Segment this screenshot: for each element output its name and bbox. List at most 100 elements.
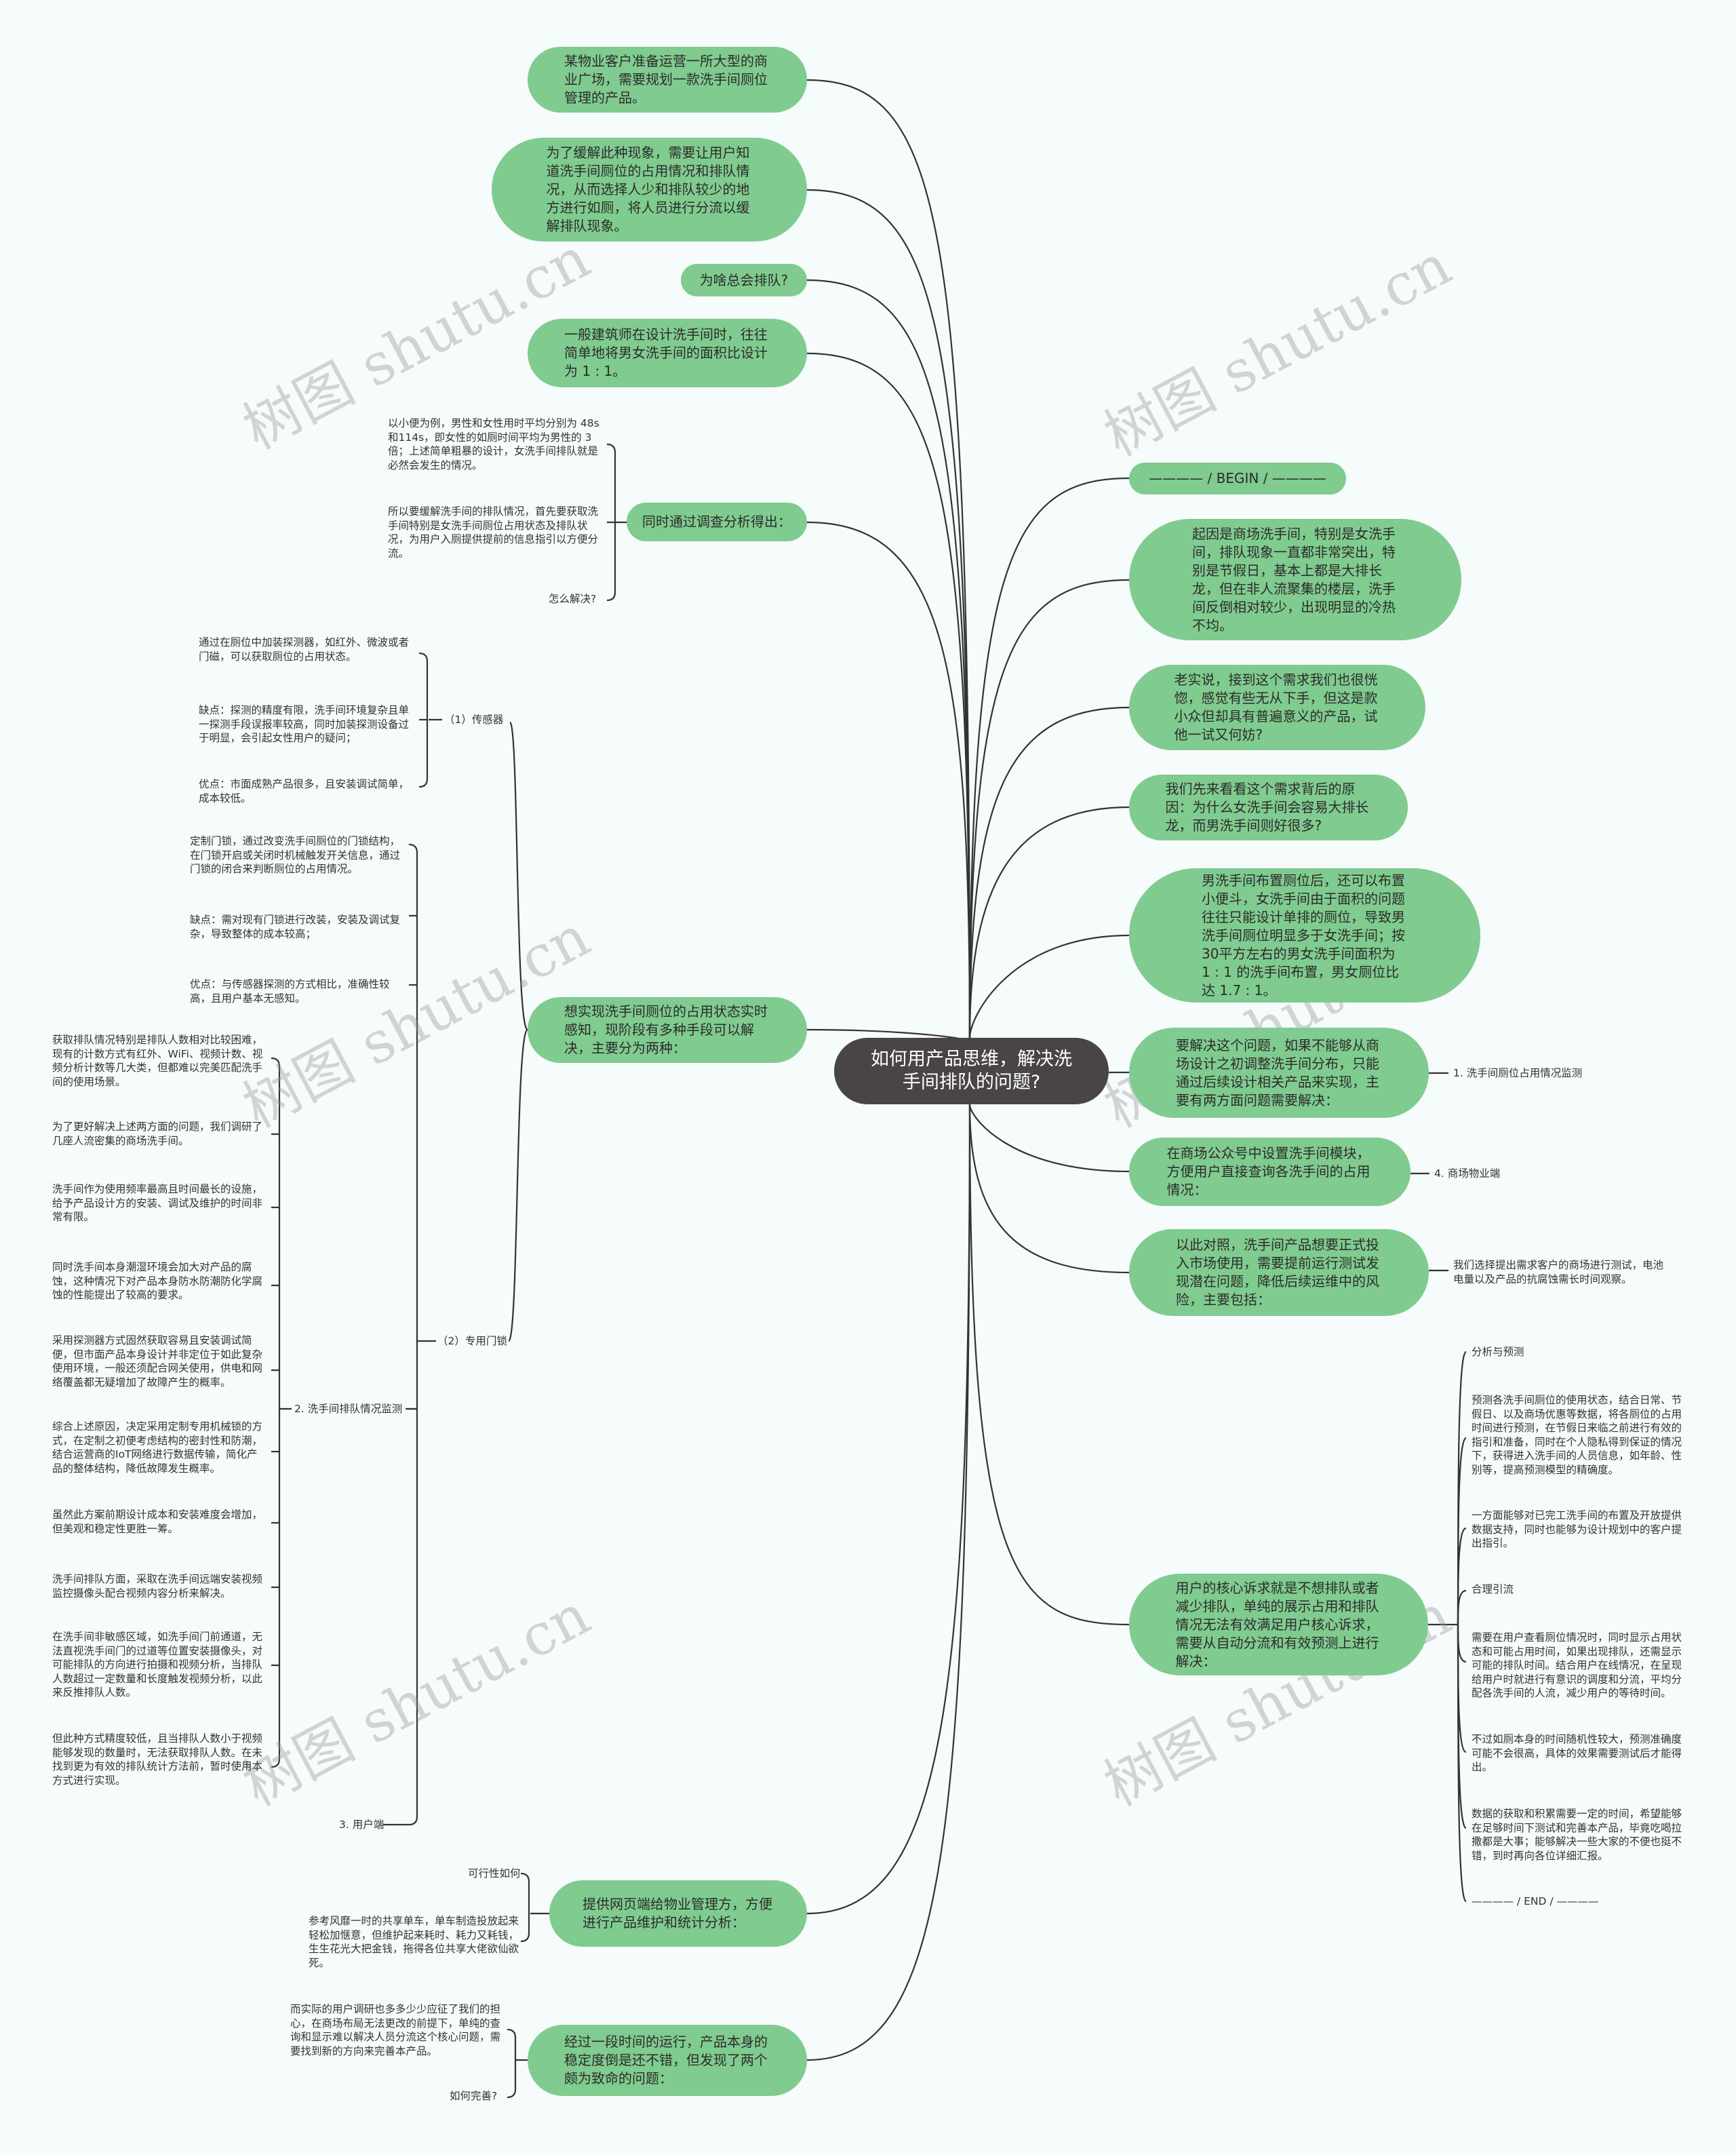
note-text: 参考风靡一时的共享单车，单车制造投放起来轻松加惬意，但维护起来耗时、耗力又耗钱，… [309,1915,519,1969]
connector-line [507,2028,517,2099]
note-label: 怎么解决? [549,593,597,605]
note-text: 我们选择提出需求客户的商场进行测试，电池电量以及产品的抗腐蚀需长时间观察。 [1453,1259,1664,1285]
connector-line [1457,1624,1467,1663]
topic-text: 男洗手间布置厕位后，还可以布置小便斗，女洗手间由于面积的问题往往只能设计单排的厕… [1202,872,1405,998]
topic-node[interactable]: 想实现洗手间厕位的占用状态实时感知，现阶段有多种手段可以解决，主要分为两种： [528,997,807,1063]
connector-line [1457,1624,1467,1753]
begin-node[interactable]: ———— / BEGIN / ———— [1129,463,1346,494]
connector-line [968,1104,1130,1173]
topic-text: 某物业客户准备运营一所大型的商业广场，需要规划一款洗手间厕位管理的产品。 [564,53,768,106]
note-text: 预测各洗手间厕位的使用状态，结合日常、节假日、以及商场优惠等数据，将各厕位的占用… [1472,1394,1682,1476]
topic-node[interactable]: 经过一段时间的运行，产品本身的稳定度倒是还不错，但发现了两个颇为致命的问题： [528,2025,807,2096]
topic-text: 为啥总会排队? [699,271,789,288]
note-text: 洗手间作为使用频率最高且时间最长的设施，给予产品设计方的安装、调试及维护的时间非… [52,1183,263,1223]
topic-node[interactable]: 为了缓解此种现象，需要让用户知道洗手间厕位的占用情况和排队情况，从而选择人少和排… [492,138,807,241]
topic-text: 老实说，接到这个需求我们也很恍惚，感觉有些无从下手，但这是款小众但却具有普遍意义… [1174,672,1378,743]
branch-label-sensor[interactable]: （1）传感器 [444,714,504,726]
note-text: 在洗手间非敏感区域，如洗手间门前通道，无法直视洗手间门的过道等位置安装摄像头，对… [52,1631,263,1698]
topic-node[interactable]: 我们先来看看这个需求背后的原因：为什么女洗手间会容易大排长龙，而男洗手间则好很多… [1129,775,1408,840]
note-text: 洗手间排队方面，采取在洗手间远端安装视频监控摄像头配合视频内容分析来解决。 [52,1573,263,1599]
branch-label-occupancy[interactable]: 1. 洗手间厕位占用情况监测 [1453,1067,1583,1079]
connector-line [968,579,1130,1038]
note-label: 可行性如何 [468,1867,521,1880]
connector-line [968,806,1130,1038]
topic-node[interactable]: 一般建筑师在设计洗手间时，往往简单地将男女洗手间的面积比设计为 1 : 1。 [528,319,807,387]
topic-text: 要解决这个问题，如果不能够从商场设计之初调整洗手间分布，只能通过后续设计相关产品… [1176,1036,1379,1108]
note-text: 不过如厕本身的时间随机性较大，预测准确度可能不会很高，具体的效果需要测试后才能得… [1472,1733,1682,1773]
topic-node[interactable]: 老实说，接到这个需求我们也很恍惚，感觉有些无从下手，但这是款小众但却具有普遍意义… [1129,665,1425,750]
connector-line [806,189,971,1038]
topic-node[interactable]: 某物业客户准备运营一所大型的商业广场，需要规划一款洗手间厕位管理的产品。 [528,47,807,113]
note-label: 如何完善? [450,2090,498,2102]
note-text: 通过在厕位中加装探测器，如红外、微波或者门磁，可以获取厕位的占用状态。 [199,636,410,663]
topic-text: 想实现洗手间厕位的占用状态实时感知，现阶段有多种手段可以解决，主要分为两种： [564,1003,768,1056]
topic-text: 同时通过调查分析得出： [642,513,791,530]
topic-text: 以此对照，洗手间产品想要正式投入市场使用，需要提前运行测试发现潜在问题，降低后续… [1176,1237,1379,1308]
topic-text: 用户的核心诉求就是不想排队或者减少排队，单纯的展示占用和排队情况无法有效满足用户… [1175,1579,1379,1669]
note-text: 采用探测器方式固然获取容易且安装调试简便，但市面产品本身设计并非定位于如此复杂使… [52,1334,263,1389]
note-text: 需要在用户查看厕位情况时，同时显示占用状态和可能占用时间，如果出现排队，还需显示… [1472,1631,1682,1699]
note-label: 合理引流 [1472,1583,1514,1595]
connector-line [806,352,971,1038]
connector-line [806,521,971,1038]
topic-text: 起因是商场洗手间，特别是女洗手间，排队现象一直都非常突出，特别是节假日，基本上都… [1192,525,1396,634]
connector-line [806,1104,971,2061]
topic-node[interactable]: 男洗手间布置厕位后，还可以布置小便斗，女洗手间由于面积的问题往往只能设计单排的厕… [1129,868,1480,1003]
connector-line [968,1104,1130,1626]
topic-text: 提供网页端给物业管理方，方便进行产品维护和统计分析： [583,1896,772,1930]
topic-text: 为了缓解此种现象，需要让用户知道洗手间厕位的占用情况和排队情况，从而选择人少和排… [546,144,750,234]
topic-node[interactable]: 在商场公众号中设置洗手间模块，方便用户直接查询各洗手间的占用情况： [1129,1138,1410,1206]
connector-line [806,1028,964,1041]
connector-line [507,1028,529,1342]
topic-text: 我们先来看看这个需求背后的原因：为什么女洗手间会容易大排长龙，而男洗手间则好很多… [1165,781,1369,834]
branch-label-queue[interactable]: 2. 洗手间排队情况监测 [294,1403,403,1415]
note-text: 以小便为例，男性和女性用时平均分别为 48s 和114s，即女性的如厕时间平均为… [388,417,599,471]
note-text: 所以要缓解洗手间的排队情况，首先要获取洗手间特别是女洗手间厕位占用状态及排队状况… [388,505,599,560]
note-text: 综合上述原因，决定采用定制专用机械锁的方式，在定制之初便考虑结构的密封性和防潮，… [52,1420,263,1475]
branch-label-property[interactable]: 4. 商场物业端 [1434,1167,1501,1180]
connector-line [1457,1589,1467,1625]
root-node[interactable]: 如何用产品思维，解决洗手间排队的问题? [834,1038,1109,1104]
topic-node[interactable]: 为啥总会排队? [681,264,807,296]
topic-node[interactable]: 提供网页端给物业管理方，方便进行产品维护和统计分析： [549,1880,807,1947]
note-text: 而实际的用户调研也多多少少应征了我们的担心，在商场布局无法更改的前提下，单纯的查… [290,2003,501,2057]
note-text: 定制门锁，通过改变洗手间厕位的门锁结构，在门锁开启或关闭时机械触发开关信息，通过… [190,835,401,875]
connector-line [968,706,1130,1038]
connector-line [509,721,529,1031]
topic-text: ———— / BEGIN / ———— [1149,470,1326,486]
note-text: 缺点：需对现有门锁进行改装，安装及调试复杂，导致整体的成本较高； [190,914,401,940]
note-text: 为了更好解决上述两方面的问题，我们调研了几座人流密集的商场洗手间。 [52,1121,263,1147]
connector-line [806,1104,971,1915]
topic-text: 一般建筑师在设计洗手间时，往往简单地将男女洗手间的面积比设计为 1 : 1。 [564,326,768,379]
end-label: ———— / END / ———— [1472,1895,1599,1907]
topic-text: 经过一段时间的运行，产品本身的稳定度倒是还不错，但发现了两个颇为致命的问题： [564,2034,768,2086]
note-label: 分析与预测 [1472,1346,1524,1358]
note-text: 优点：市面成熟产品很多，且安装调试简单，成本较低。 [199,778,410,804]
branch-label-lock[interactable]: （2）专用门锁 [437,1335,507,1347]
connector-line [968,934,1130,1038]
note-text: 但此种方式精度较低，且当排队人数小于视频能够发现的数量时，无法获取排队人数。在未… [52,1732,263,1787]
topic-node[interactable]: 要解决这个问题，如果不能够从商场设计之初调整洗手间分布，只能通过后续设计相关产品… [1129,1028,1429,1118]
topic-text: 在商场公众号中设置洗手间模块，方便用户直接查询各洗手间的占用情况： [1166,1145,1370,1198]
note-text: 缺点：探测的精度有限，洗手间环境复杂且单一探测手段误报率较高，同时加装探测设备过… [199,704,410,744]
connector-line [520,1872,530,1943]
connector-line [968,477,1130,1038]
note-text: 一方面能够对已完工洗手间的布置及开放提供数据支持，同时也能够为设计规划中的客户提… [1472,1509,1682,1549]
note-text: 同时洗手间本身潮湿环境会加大对产品的腐蚀，这种情况下对产品本身防水防潮防化学腐蚀… [52,1261,263,1301]
connector-line [1457,1527,1467,1625]
note-text: 获取排队情况特别是排队人数相对比较困难，现有的计数方式有红外、WiFi、视频计数… [52,1034,263,1088]
note-text: 优点：与传感器探测的方式相比，准确性较高，且用户基本无感知。 [190,978,390,1005]
connector-line [1457,1624,1467,1903]
connector-line [271,1057,281,1768]
topic-node[interactable]: 同时通过调查分析得出： [627,503,807,541]
connector-line [408,843,418,1826]
connector-line [968,1104,1130,1274]
branch-label-user-end[interactable]: 3. 用户端 [339,1819,384,1831]
topic-node[interactable]: 用户的核心诉求就是不想排队或者减少排队，单纯的展示占用和排队情况无法有效满足用户… [1129,1574,1428,1675]
topic-node[interactable]: 以此对照，洗手间产品想要正式投入市场使用，需要提前运行测试发现潜在问题，降低后续… [1129,1229,1429,1316]
topic-node[interactable]: 起因是商场洗手间，特别是女洗手间，排队现象一直都非常突出，特别是节假日，基本上都… [1129,519,1461,640]
note-text: 数据的获取和积累需要一定的时间，希望能够在足够时间下测试和完善本产品，毕竟吃喝拉… [1472,1808,1682,1862]
root-title: 如何用产品思维，解决洗手间排队的问题? [871,1049,1072,1093]
connector-line [806,79,971,1038]
